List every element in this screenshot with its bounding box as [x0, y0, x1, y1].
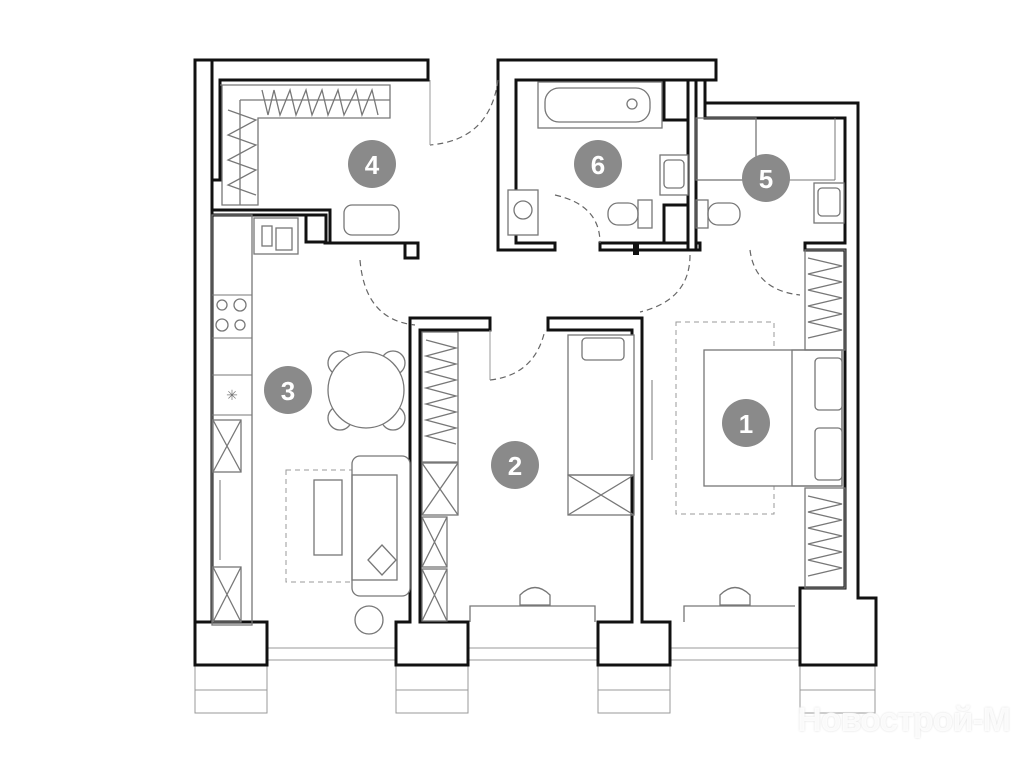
room-label-2: 2 [491, 441, 539, 489]
room-number: 2 [508, 451, 522, 481]
room-number: 5 [759, 164, 773, 194]
room-2-furniture [421, 331, 635, 622]
room-label-1: 1 [722, 399, 770, 447]
svg-text:✳: ✳ [226, 387, 238, 403]
room-number: 3 [281, 376, 295, 406]
bathroom-5 [695, 117, 845, 229]
room-label-6: 6 [574, 140, 622, 188]
room-label-4: 4 [348, 140, 396, 188]
watermark: Новострой-М [797, 701, 1011, 739]
room-number: 1 [739, 409, 753, 439]
room-1-furniture [651, 249, 846, 622]
bathroom-6 [507, 81, 689, 236]
room-number: 4 [365, 150, 380, 180]
wardrobe-room-4 [220, 84, 400, 236]
walls [193, 58, 878, 667]
kitchen: ✳ [211, 214, 299, 626]
room-number: 6 [591, 150, 605, 180]
room-label-3: 3 [264, 366, 312, 414]
doors [359, 79, 801, 381]
window-sills [194, 647, 876, 714]
living-furniture [285, 350, 411, 635]
room-label-5: 5 [742, 154, 790, 202]
